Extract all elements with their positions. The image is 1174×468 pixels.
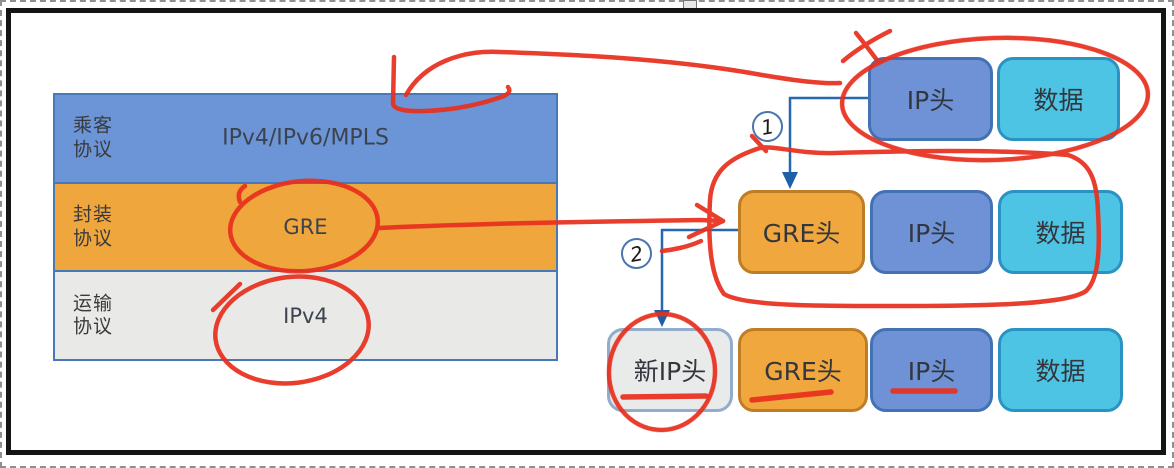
packet-cell-data: 数据: [998, 190, 1123, 274]
row-label: 运输 协议: [73, 291, 114, 338]
table-row-passenger-protocol: 乘客 协议 IPv4/IPv6/MPLS: [55, 95, 556, 182]
packet-cell-data: 数据: [998, 328, 1123, 412]
packet-cell-data: 数据: [997, 57, 1120, 141]
row-value: IPv4: [283, 303, 328, 328]
row-label: 乘客 协议: [73, 114, 114, 161]
packet-cell-gre-header: GRE头: [738, 190, 865, 274]
packet-cell-ip-header: IP头: [870, 190, 993, 274]
packet-cell-ip-header: IP头: [870, 328, 993, 412]
row-value: IPv4/IPv6/MPLS: [222, 125, 389, 151]
table-row-transport-protocol: 运输 协议 IPv4: [55, 270, 556, 360]
protocol-table: 乘客 协议 IPv4/IPv6/MPLS 封装 协议 GRE 运输 协议 IPv…: [53, 93, 558, 361]
packet-cell-ip-header: IP头: [868, 57, 993, 141]
row-value: GRE: [283, 215, 328, 239]
packet-cell-gre-header: GRE头: [738, 328, 868, 412]
row-label: 封装 协议: [73, 203, 114, 249]
table-row-encapsulation-protocol: 封装 协议 GRE: [55, 181, 556, 271]
packet-cell-new-ip-header: 新IP头: [607, 328, 733, 412]
